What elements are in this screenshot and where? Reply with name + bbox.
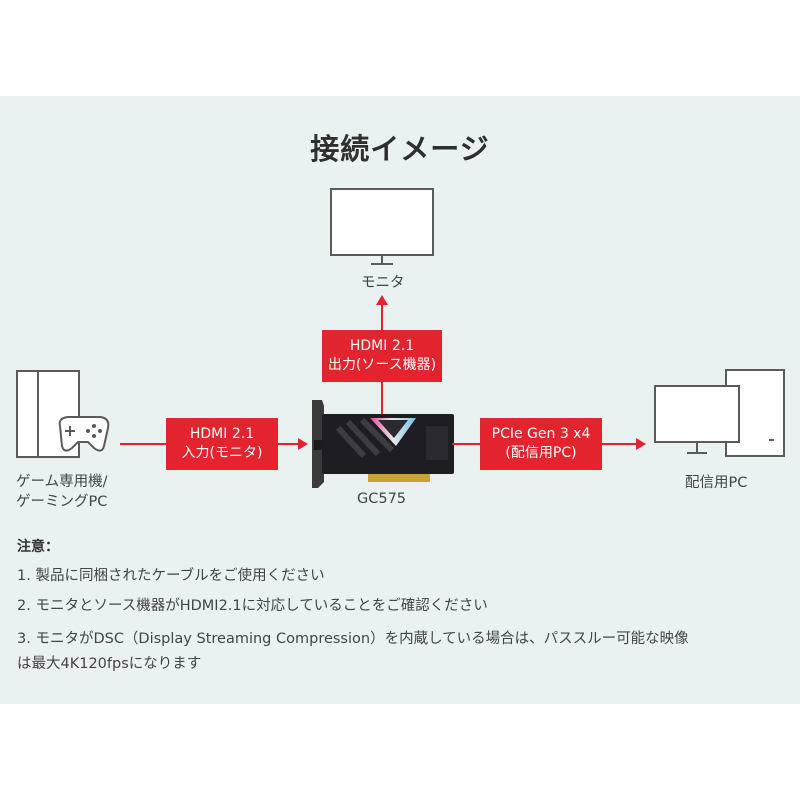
console-label-line2: ゲーミングPC [16,494,108,510]
console-label-line1: ゲーム専用機/ [16,474,108,490]
monitor-icon [330,188,434,265]
hdmi-output-line1: HDMI 2.1 [349,338,415,354]
arrow-right-icon [298,438,308,450]
note-item-3-line2: は最大4K120fpsになります [17,656,202,672]
pc-label: 配信用PC [685,475,748,491]
capture-card-image [312,400,454,488]
hdmi-input-line1: HDMI 2.1 [189,426,255,442]
hdmi-input-box: HDMI 2.1 入力(モニタ) [166,418,278,470]
page-title: 接続イメージ [310,132,490,166]
note-item-3-line1: 3. モニタがDSC（Display Streaming Compression… [17,631,689,647]
desktop-pc-icon [654,369,785,457]
note-item-1: 1. 製品に同梱されたケーブルをご使用ください [17,568,325,584]
pcie-box: PCIe Gen 3 x4 (配信用PC) [480,418,602,470]
arrow-up-icon [376,295,388,305]
note-item-2: 2. モニタとソース機器がHDMI2.1に対応していることをご確認ください [17,598,488,614]
monitor-label: モニタ [361,275,405,291]
pcie-line2: (配信用PC) [505,445,577,461]
arrow-right-icon [636,438,646,450]
hdmi-output-box: HDMI 2.1 出力(ソース機器) [322,330,442,382]
card-label: GC575 [357,491,407,507]
hdmi-input-line2: 入力(モニタ) [181,445,263,461]
game-console-icon [16,370,110,458]
notes-heading: 注意： [17,539,59,555]
pcie-line1: PCIe Gen 3 x4 [491,426,591,442]
hdmi-output-line2: 出力(ソース機器) [327,357,437,373]
